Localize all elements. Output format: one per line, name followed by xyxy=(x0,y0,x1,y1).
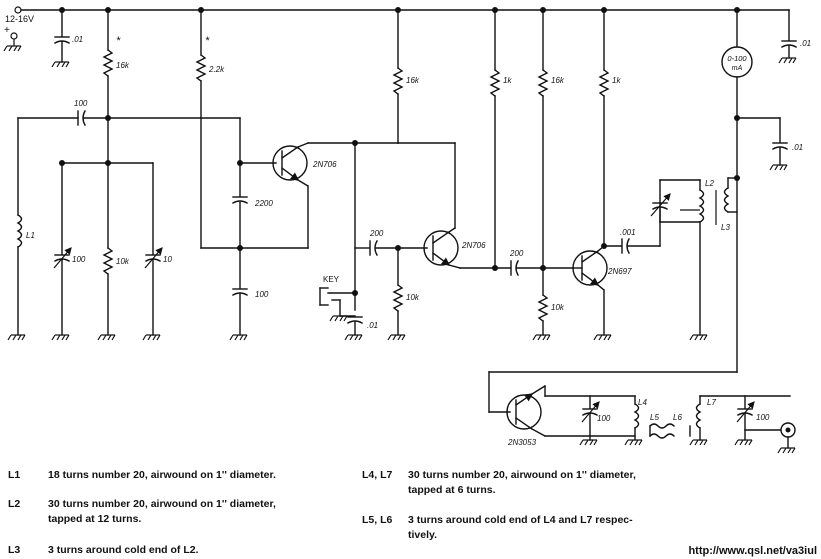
supply-voltage-label: 12-16V xyxy=(5,14,34,24)
meter-capacitor-value: .01 xyxy=(800,39,811,48)
pa-stage: 2N3053 100 L4 L5 L6 L7 100 xyxy=(488,371,796,454)
q4-label: 2N3053 xyxy=(507,438,537,447)
supply-plus-label: + xyxy=(4,25,10,36)
variable-cap-100-b-value: 100 xyxy=(597,414,611,423)
note-label: L4, L7 xyxy=(362,469,393,481)
note-label: L5, L6 xyxy=(362,514,393,526)
note-label: L3 xyxy=(8,544,21,556)
q1-label: 2N706 xyxy=(312,160,337,169)
input-capacitor-value: 100 xyxy=(74,99,88,108)
emitter-resistor: * 2.2k xyxy=(195,9,309,249)
schematic-diagram: 12-16V + .01 .01 0-100 mA xyxy=(3,6,811,454)
note-label: L1 xyxy=(8,469,21,481)
variable-cap-100-c-value: 100 xyxy=(756,413,770,422)
l3-label: L3 xyxy=(721,223,730,232)
c-100-base-value: 100 xyxy=(255,290,269,299)
c-200-b-value: 200 xyxy=(509,249,524,258)
c-key-value: .01 xyxy=(367,321,378,330)
r-bias1-value: 16k xyxy=(116,61,130,70)
r-16k-b-value: 16k xyxy=(551,76,565,85)
meter-section: .01 0-100 mA .01 xyxy=(721,9,811,373)
l4-label: L4 xyxy=(638,398,647,407)
r-10k-b-value: 10k xyxy=(406,293,420,302)
r-bias2-mark: * xyxy=(205,35,210,47)
r-bias2-value: 2.2k xyxy=(208,65,225,74)
l5-label: L5 xyxy=(650,413,659,422)
c-2200-value: 2200 xyxy=(254,199,273,208)
r-10k-a-value: 10k xyxy=(116,257,130,266)
note-text: 18 turns number 20, airwound on 1'' diam… xyxy=(48,469,276,481)
c-001-value: .001 xyxy=(620,228,636,237)
r-1k-a-value: 1k xyxy=(503,76,512,85)
input-tank: 100 L1 100 10 xyxy=(7,99,241,341)
coil-notes: L1 18 turns number 20, airwound on 1'' d… xyxy=(0,460,821,559)
meter-unit-label: mA xyxy=(732,65,743,72)
variable-cap-100-a-value: 100 xyxy=(72,255,86,264)
note-text: 3 turns around cold end of L2. xyxy=(48,544,199,556)
q2-stage: 16k 200 10k 2N706 xyxy=(352,9,511,341)
supply-capacitor: .01 xyxy=(51,9,83,68)
r-bias1-mark: * xyxy=(116,35,121,47)
key-label: KEY xyxy=(323,275,340,284)
l6-label: L6 xyxy=(673,413,682,422)
supply-capacitor-value: .01 xyxy=(72,35,83,44)
l1-label: L1 xyxy=(26,231,35,240)
note-text: 30 turns number 20, airwound on 1'' diam… xyxy=(408,469,636,496)
q2-label: 2N706 xyxy=(461,241,486,250)
note-text: 3 turns around cold end of L4 and L7 res… xyxy=(408,514,633,541)
bias-divider: * 16k 10k xyxy=(97,9,130,341)
variable-cap-10-value: 10 xyxy=(163,255,172,264)
r-10k-c-value: 10k xyxy=(551,303,565,312)
note-label: L2 xyxy=(8,498,21,510)
note-text: 30 turns number 20, airwound on 1'' diam… xyxy=(48,498,276,525)
l2-label: L2 xyxy=(705,179,714,188)
r-1k-b-value: 1k xyxy=(612,76,621,85)
meter-bypass-value: .01 xyxy=(792,143,803,152)
c-200-a-value: 200 xyxy=(369,229,384,238)
q3-label: 2N697 xyxy=(607,267,632,276)
supply-rail: 12-16V + xyxy=(3,6,741,52)
meter-range-label: 0-100 xyxy=(727,54,747,63)
r-osc-load-value: 16k xyxy=(406,76,420,85)
q3-driver: 2N697 1k .001 L2 L3 xyxy=(572,9,738,341)
l7-label: L7 xyxy=(707,398,716,407)
source-url: http://www.qsl.net/va3iul xyxy=(688,545,817,557)
key-circuit: KEY .01 xyxy=(319,275,378,341)
q3-bias: 1k 200 16k 10k xyxy=(489,9,574,341)
